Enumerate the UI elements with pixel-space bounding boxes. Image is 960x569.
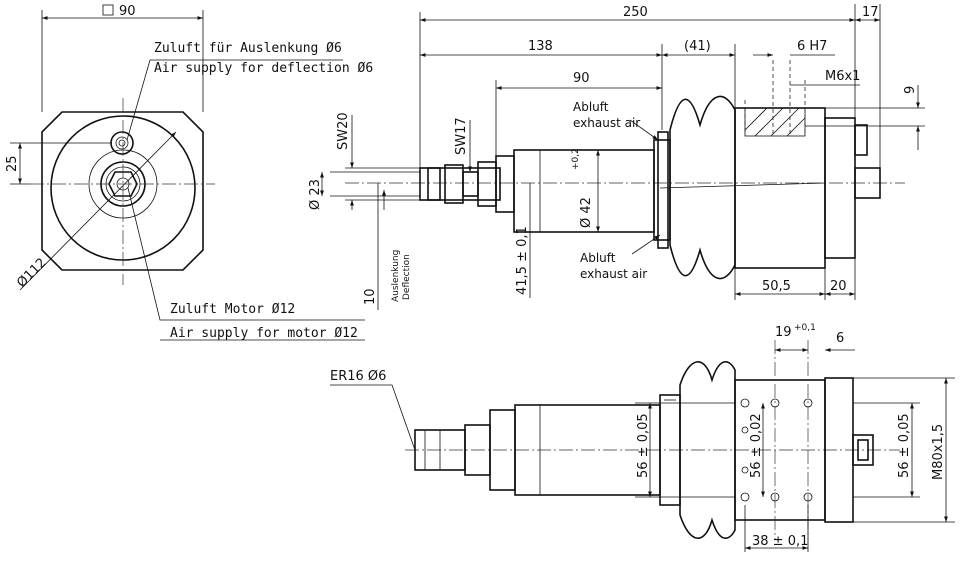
bottom-dim-56b: 56 ± 0,02 [749, 413, 764, 478]
exhaust1-en: exhaust air [573, 116, 640, 130]
front-view: 90 25 Ø112 Zuluft für Auslenkung Ø6 Air … [5, 4, 373, 341]
front-diameter-dim: Ø112 [14, 255, 49, 290]
side-dia-42: Ø 42 [579, 197, 594, 228]
side-depth-9: 9 [903, 86, 918, 94]
front-deflection-port [110, 131, 134, 155]
side-view: 250 17 138 (41) 90 6 H7 M6x1 9 S [308, 4, 925, 310]
bottom-view: ER16 Ø6 19 +0,1 6 56 ± 0,05 56 ± 0,02 56… [330, 323, 955, 552]
side-sw17: SW17 [454, 117, 469, 155]
note-motor-en: Air supply for motor Ø12 [170, 326, 358, 341]
bottom-dim-56a: 56 ± 0,05 [636, 413, 651, 478]
bottom-bellow [679, 361, 736, 539]
side-dim-41: (41) [684, 39, 711, 54]
side-dim-90: 90 [573, 71, 590, 86]
side-dia-42-tol: +0,2 [571, 148, 581, 170]
bottom-dim-19-tol: +0,1 [794, 323, 816, 333]
side-end-cap [824, 117, 856, 259]
note-deflection-en: Air supply for deflection Ø6 [154, 61, 373, 76]
side-deflection-10: 10 [363, 288, 378, 305]
bottom-dim-56c: 56 ± 0,05 [897, 413, 912, 478]
side-dim-20: 20 [830, 279, 847, 294]
bottom-dim-19: 19 [775, 325, 792, 340]
side-dim-17: 17 [862, 5, 879, 20]
exhaust1-de: Abluft [573, 100, 609, 114]
exhaust2-de: Abluft [580, 251, 616, 265]
side-overall-length: 250 [623, 5, 648, 20]
side-housing [734, 107, 826, 269]
side-deflection-de: Auslenkung [391, 250, 401, 302]
side-dim-505: 50,5 [762, 279, 791, 294]
side-thread-m6: M6x1 [825, 69, 860, 84]
front-offset-dim: 25 [5, 155, 20, 172]
bottom-collet-label: ER16 Ø6 [330, 369, 386, 384]
side-deflection-en: Deflection [402, 254, 412, 300]
side-sw20: SW20 [336, 112, 351, 150]
front-square-dim: 90 [119, 4, 136, 19]
side-dim-138: 138 [528, 39, 553, 54]
side-thread-h7: 6 H7 [797, 39, 827, 54]
side-dia-23: Ø 23 [308, 179, 323, 210]
front-square-plate [41, 111, 204, 271]
square-symbol-icon [102, 4, 114, 16]
exhaust2-en: exhaust air [580, 267, 647, 281]
side-height-415: 41,5 ± 0,1 [515, 226, 530, 295]
bottom-dim-38: 38 ± 0,1 [752, 534, 808, 549]
bottom-dim-m80: M80x1,5 [931, 424, 946, 480]
bottom-dim-6: 6 [836, 331, 844, 346]
side-tool-shank [419, 167, 501, 201]
note-deflection-de: Zuluft für Auslenkung Ø6 [154, 41, 342, 56]
note-motor-de: Zuluft Motor Ø12 [170, 302, 295, 317]
